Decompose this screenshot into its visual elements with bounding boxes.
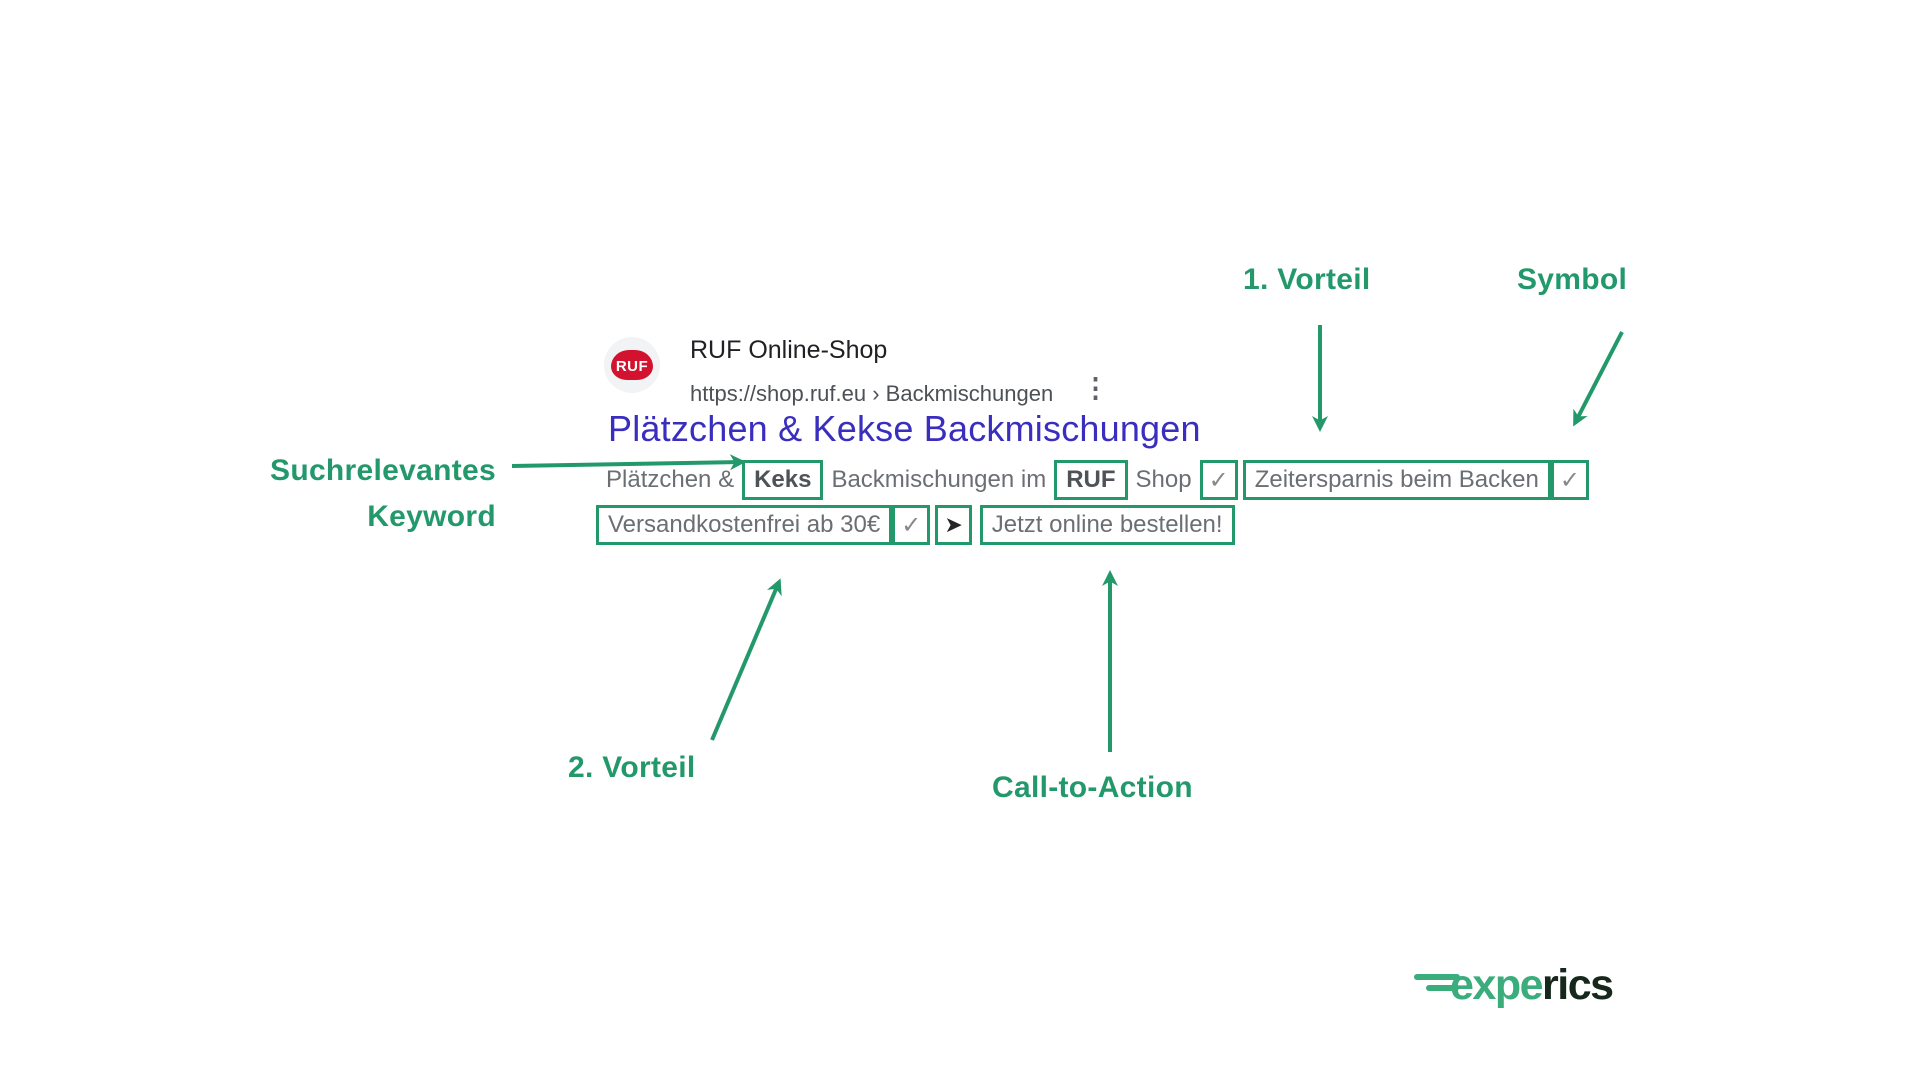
symbol-arrow — [1573, 331, 1624, 427]
logo-wordmark: experics — [1450, 961, 1614, 1010]
logo-bar-icon — [1414, 974, 1460, 980]
logo-text-rics: rics — [1542, 961, 1614, 1009]
more-options-icon[interactable]: ⋮ — [1082, 373, 1109, 403]
benefit2-highlight-box: Versandkostenfrei ab 30€ — [596, 505, 893, 545]
site-name: RUF Online-Shop — [690, 336, 888, 364]
check-icon: ✓ — [892, 505, 931, 545]
result-title[interactable]: Plätzchen & Kekse Backmischungen — [608, 408, 1201, 449]
benefit2-arrow — [710, 578, 782, 741]
annotation-benefit2: 2. Vorteil — [568, 751, 696, 784]
logo-text-expe: expe — [1450, 961, 1544, 1009]
ruf-logo: RUF — [611, 350, 653, 380]
desc-text: Shop — [1135, 466, 1192, 493]
annotation-cta: Call-to-Action — [992, 771, 1193, 804]
check-icon: ✓ — [1550, 460, 1589, 500]
annotation-symbol: Symbol — [1517, 263, 1628, 296]
annotation-keyword: Suchrelevantes Keyword — [240, 448, 496, 540]
annotation-benefit1: 1. Vorteil — [1243, 263, 1371, 296]
description-line2: Versandkostenfrei ab 30€ ✓ ➤ Jetzt onlin… — [596, 504, 1235, 546]
annotation-keyword-line1: Suchrelevantes — [270, 454, 496, 487]
keyword-highlight-box: Keks — [742, 460, 824, 500]
check-icon: ✓ — [1199, 460, 1238, 500]
logo-bar-icon — [1426, 985, 1459, 991]
benefit1-highlight-box: Zeitersparnis beim Backen — [1242, 460, 1551, 500]
url-breadcrumb[interactable]: https://shop.ruf.eu › Backmischungen — [690, 381, 1054, 406]
annotation-keyword-line2: Keyword — [367, 500, 496, 533]
brand-highlight-box: RUF — [1054, 460, 1128, 500]
desc-text: Plätzchen & — [606, 466, 735, 493]
play-arrow-icon: ➤ — [935, 505, 972, 545]
desc-text: Backmischungen im — [831, 466, 1047, 493]
ruf-favicon: RUF — [604, 337, 660, 393]
cta-highlight-box: Jetzt online bestellen! — [979, 505, 1235, 545]
description-line1: Plätzchen & Keks Backmischungen im RUF S… — [606, 459, 1589, 501]
